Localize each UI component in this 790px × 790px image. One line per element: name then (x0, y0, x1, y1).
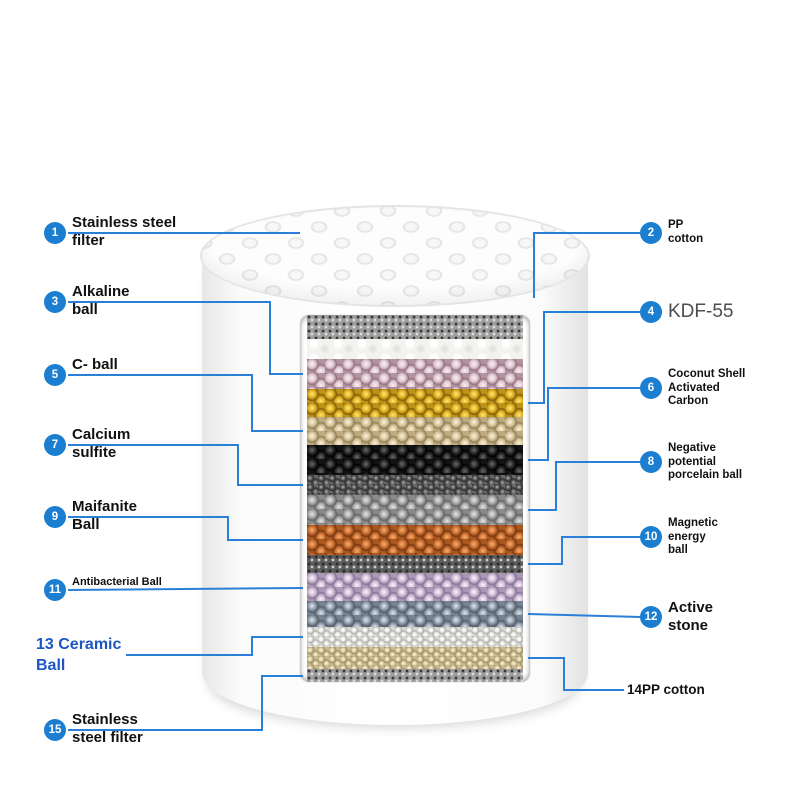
label-4-kdf-55: 4 KDF-55 (640, 301, 733, 323)
label-14-pp-cotton: 14PP cotton (627, 682, 705, 698)
badge-15: 15 (44, 719, 66, 741)
label-9-text: Maifanite Ball (72, 498, 138, 533)
label-7-text: Calcium sulfite (72, 426, 131, 461)
badge-2: 2 (640, 222, 662, 244)
label-11-antibacterial-ball: 11 Antibacterial Ball (44, 576, 162, 601)
badge-5: 5 (44, 364, 66, 386)
layer-pp-cotton-fine (307, 647, 523, 669)
label-9-maifanite-ball: 9 Maifanite Ball (44, 498, 137, 534)
label-14-text: 14PP cotton (627, 682, 705, 697)
label-5-c-ball: 5 C- ball (44, 356, 118, 386)
layer-kdf55 (307, 389, 523, 417)
layer-c-ball (307, 417, 523, 445)
layer-alkaline-ball (307, 359, 523, 389)
label-2-pp-cotton: 2 PP cotton (640, 219, 704, 246)
badge-12: 12 (640, 606, 662, 628)
badge-1: 1 (44, 222, 66, 244)
label-3-alkaline-ball: 3 Alkaline ball (44, 283, 130, 319)
layer-activated-carbon (307, 445, 523, 475)
label-12-active-stone: 12 Active stone (640, 599, 713, 635)
label-6-coconut-shell-activated-carbon: 6 Coconut Shell Activated Carbon (640, 368, 745, 409)
label-1-text: Stainless steel filter (72, 214, 177, 249)
filter-cartridge (200, 205, 590, 725)
layer-pp-cotton (307, 339, 523, 359)
badge-7: 7 (44, 434, 66, 456)
layer-stainless-mesh-top (307, 315, 523, 339)
label-11-text: Antibacterial Ball (72, 576, 162, 588)
layer-active-stone (307, 601, 523, 627)
badge-9: 9 (44, 506, 66, 528)
label-4-text: KDF-55 (668, 301, 734, 322)
label-7-calcium-sulfite: 7 Calcium sulfite (44, 426, 130, 462)
layer-magnetic-energy (307, 555, 523, 573)
label-15-stainless-steel-filter: 15 Stainless steel filter (44, 711, 143, 747)
label-8-negative-potential-porcelain-ball: 8 Negative potential porcelain ball (640, 442, 742, 483)
label-2-text: PP cotton (668, 219, 704, 245)
badge-4: 4 (640, 301, 662, 323)
layer-ceramic-ball (307, 627, 523, 647)
layer-maifanite-ball (307, 525, 523, 555)
badge-6: 6 (640, 377, 662, 399)
layer-stainless-mesh-bottom (307, 669, 523, 682)
badge-10: 10 (640, 526, 662, 548)
label-3-text: Alkaline ball (72, 283, 130, 318)
label-13-ceramic-ball: 13 Ceramic Ball (36, 634, 121, 676)
label-6-text: Coconut Shell Activated Carbon (668, 368, 746, 407)
label-1-stainless-steel-filter: 1 Stainless steel filter (44, 214, 176, 250)
cutaway-window (300, 315, 530, 682)
layer-antibacterial-ball (307, 573, 523, 601)
label-10-magnetic-energy-ball: 10 Magnetic energy ball (640, 517, 718, 558)
layer-porcelain-ball (307, 495, 523, 525)
layer-calcium-sulfite (307, 475, 523, 495)
cartridge-top-cap-holes (200, 205, 590, 307)
label-8-text: Negative potential porcelain ball (668, 442, 743, 481)
label-10-text: Magnetic energy ball (668, 517, 718, 556)
label-15-text: Stainless steel filter (72, 711, 143, 746)
label-13-text: 13 Ceramic Ball (36, 636, 122, 674)
label-12-text: Active stone (668, 599, 714, 634)
badge-8: 8 (640, 451, 662, 473)
badge-11: 11 (44, 579, 66, 601)
label-5-text: C- ball (72, 356, 118, 373)
badge-3: 3 (44, 291, 66, 313)
